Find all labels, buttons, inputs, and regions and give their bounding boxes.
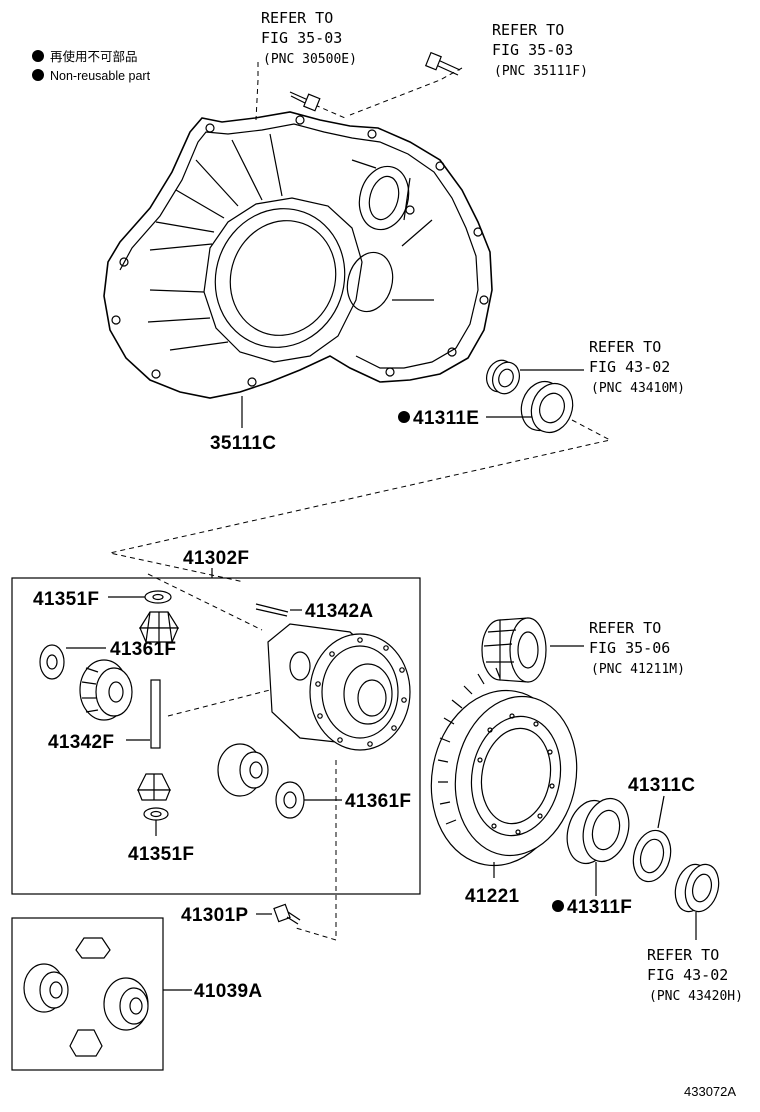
gear-kit-icon xyxy=(23,937,149,1057)
part-41342F[interactable]: 41342F xyxy=(48,732,114,753)
bolt-icon xyxy=(273,903,301,925)
refer-fig-43-02-b[interactable]: REFER TO FIG 43-02 (PNC 43420H) xyxy=(647,946,743,1004)
refer-label: REFER TO xyxy=(647,946,719,964)
refer-pnc: (PNC 43420H) xyxy=(649,989,743,1004)
leader-line xyxy=(295,760,337,941)
leader-line xyxy=(255,62,259,121)
refer-fig: FIG 43-02 xyxy=(589,358,670,376)
legend: 再使用不可部品 Non-reusable part xyxy=(32,49,151,83)
refer-fig-43-02-a[interactable]: REFER TO FIG 43-02 (PNC 43410M) xyxy=(589,338,685,396)
refer-fig-35-06[interactable]: REFER TO FIG 35-06 (PNC 41211M) xyxy=(589,619,685,677)
legend-english: Non-reusable part xyxy=(50,69,151,83)
leader-line xyxy=(109,419,612,583)
pinion-shaft-icon xyxy=(150,679,161,749)
shim-icon xyxy=(632,829,672,883)
bolt-30500E-icon xyxy=(289,91,321,112)
thrust-washer-icon xyxy=(143,807,169,821)
leader-line xyxy=(147,573,263,631)
figure-number: 433072A xyxy=(684,1084,736,1099)
legend-japanese: 再使用不可部品 xyxy=(50,49,138,64)
side-gear-icon xyxy=(217,743,269,797)
leader-line xyxy=(657,795,665,829)
pinion-gear-icon xyxy=(138,611,180,643)
differential-case-assembly-box xyxy=(11,577,421,895)
bearing-race-43420H-icon xyxy=(674,863,720,913)
bearing-41311F-icon xyxy=(566,797,630,865)
leader-line xyxy=(349,67,463,116)
refer-label: REFER TO xyxy=(589,338,661,356)
part-35111C[interactable]: 35111C xyxy=(210,433,276,454)
leader-line xyxy=(167,689,271,717)
ring-gear-icon xyxy=(430,667,578,867)
refer-pnc: (PNC 35111F) xyxy=(494,64,588,79)
refer-label: REFER TO xyxy=(589,619,661,637)
bolt-35111F-icon xyxy=(424,51,461,76)
transaxle-housing-icon xyxy=(103,111,493,399)
non-reusable-bullet-icon xyxy=(32,50,44,62)
bearing-race-43410M-icon xyxy=(486,359,520,395)
refer-fig-35-03-a[interactable]: REFER TO FIG 35-03 (PNC 30500E) xyxy=(261,9,357,67)
refer-label: REFER TO xyxy=(492,21,564,39)
refer-fig: FIG 35-03 xyxy=(261,29,342,47)
gear-kit-box xyxy=(11,917,164,1071)
part-41302F[interactable]: 41302F xyxy=(183,548,249,569)
side-washer-icon xyxy=(39,644,65,680)
refer-pnc: (PNC 43410M) xyxy=(591,381,685,396)
part-41361F-top[interactable]: 41361F xyxy=(110,639,176,660)
refer-pnc: (PNC 30500E) xyxy=(263,52,357,67)
part-41361F-bottom[interactable]: 41361F xyxy=(345,791,411,812)
side-washer-icon xyxy=(275,781,305,819)
refer-label: REFER TO xyxy=(261,9,333,27)
refer-fig-35-03-b[interactable]: REFER TO FIG 35-03 (PNC 35111F) xyxy=(492,21,588,79)
part-41351F-top[interactable]: 41351F xyxy=(33,589,99,610)
bearing-41311E-icon xyxy=(520,380,574,434)
part-41311E[interactable]: 41311E xyxy=(413,408,479,429)
thrust-washer-icon xyxy=(144,590,172,604)
non-reusable-bullet-icon xyxy=(32,69,44,81)
part-41039A[interactable]: 41039A xyxy=(194,981,262,1002)
non-reusable-bullet-icon xyxy=(398,411,410,423)
pin-icon xyxy=(255,603,289,617)
refer-fig: FIG 35-06 xyxy=(589,639,670,657)
part-41311F[interactable]: 41311F xyxy=(567,897,632,918)
refer-pnc: (PNC 41211M) xyxy=(591,662,685,677)
part-41221[interactable]: 41221 xyxy=(465,886,519,907)
non-reusable-bullet-icon xyxy=(552,900,564,912)
part-41301P[interactable]: 41301P xyxy=(181,905,248,926)
refer-fig: FIG 35-03 xyxy=(492,41,573,59)
differential-case-icon xyxy=(267,623,411,751)
part-41351F-bottom[interactable]: 41351F xyxy=(128,844,194,865)
side-gear-icon xyxy=(79,659,133,721)
refer-fig: FIG 43-02 xyxy=(647,966,728,984)
leader-line xyxy=(314,104,346,119)
part-41342A[interactable]: 41342A xyxy=(305,601,373,622)
pinion-gear-icon xyxy=(137,773,171,801)
drive-pinion-icon xyxy=(481,617,547,683)
part-41311C[interactable]: 41311C xyxy=(628,775,695,796)
